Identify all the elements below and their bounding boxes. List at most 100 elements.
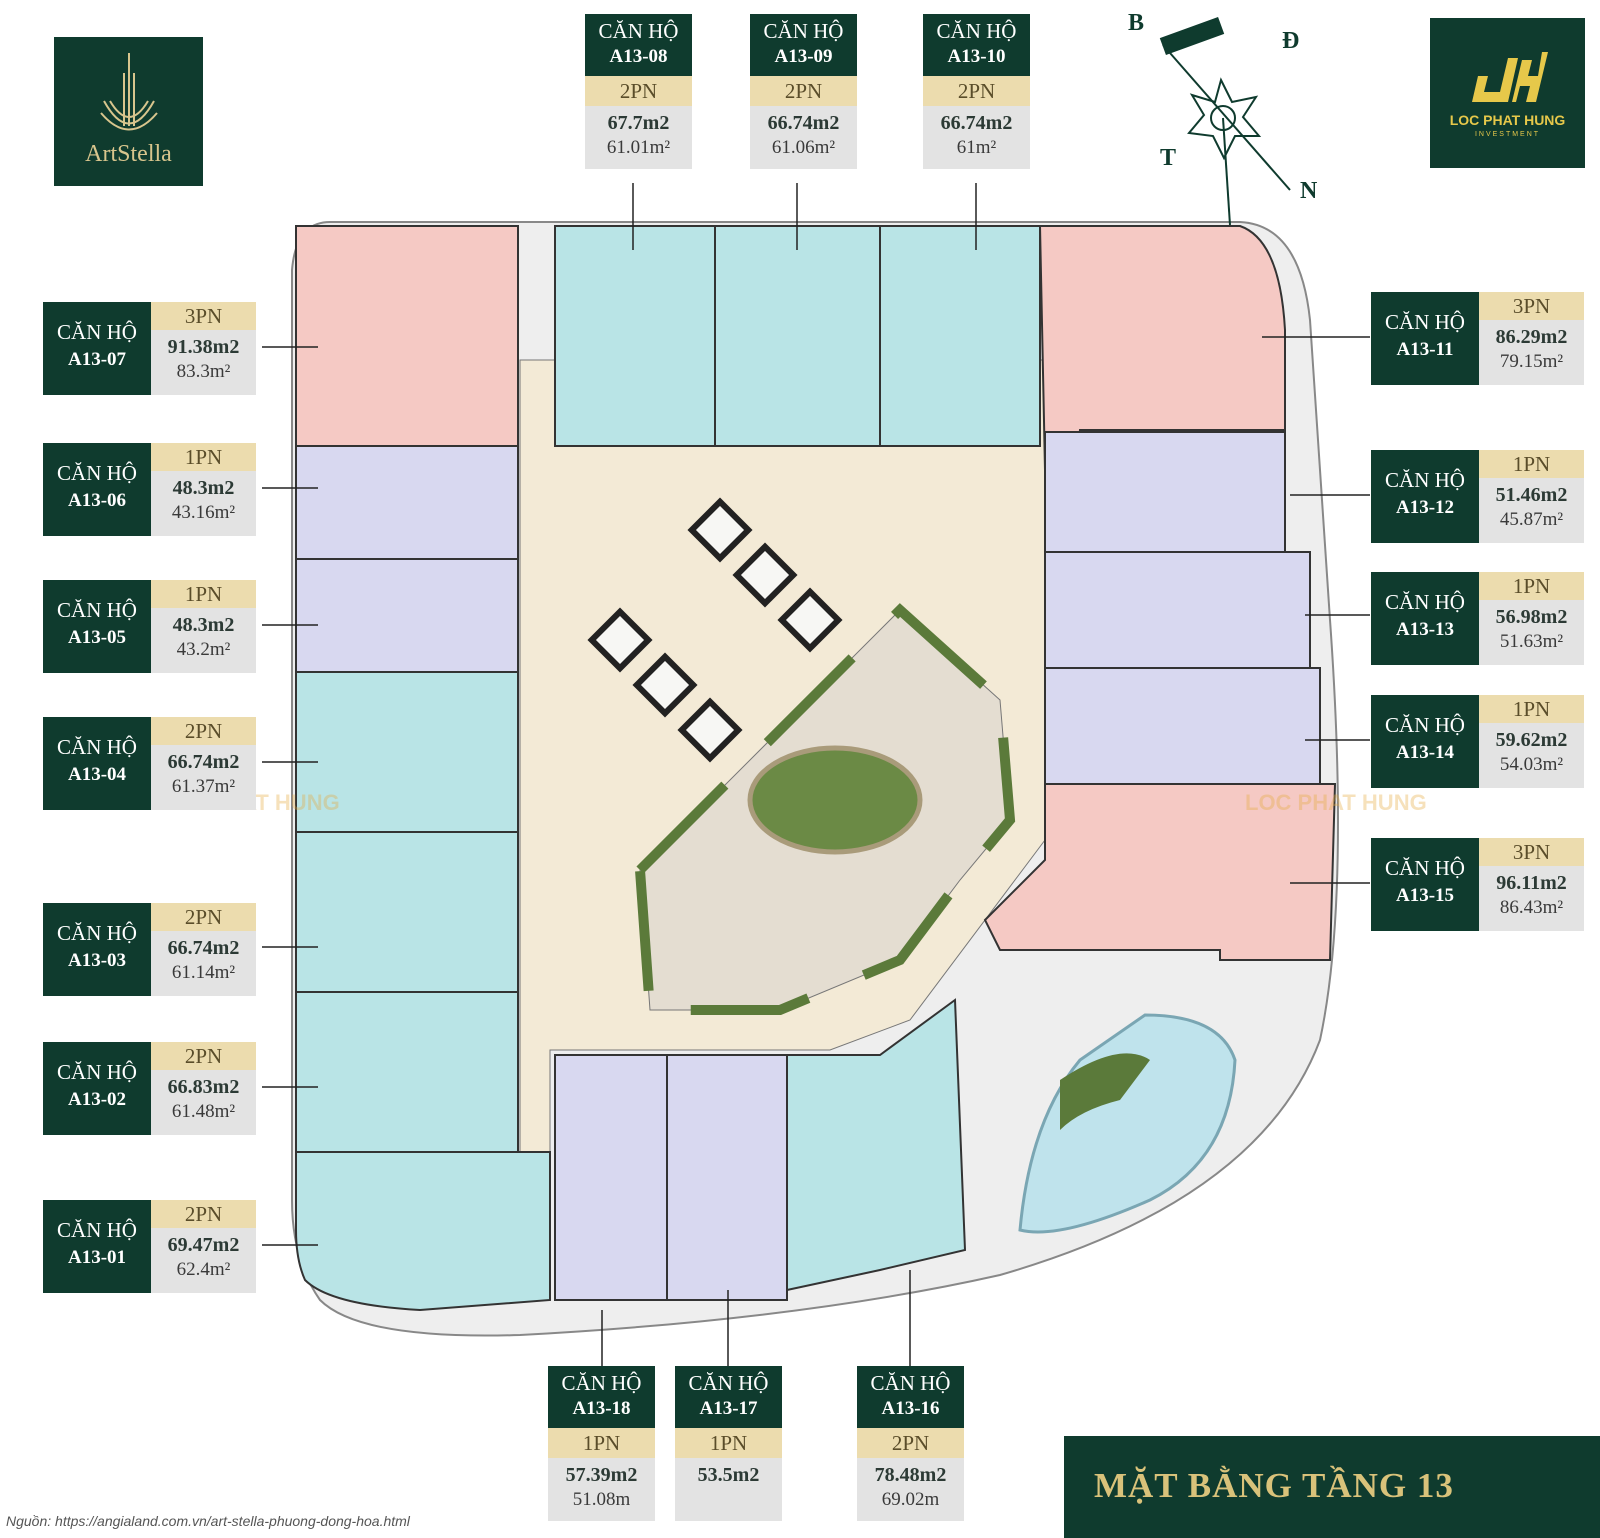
central-garden	[747, 745, 923, 855]
unit-type: 1PN	[151, 580, 256, 608]
unit-area-gross: 56.98m2	[1495, 606, 1568, 628]
unit-label: CĂN HỘ	[561, 1371, 642, 1395]
unit-area-net: 45.87m²	[1499, 509, 1564, 530]
unit-a13-10	[879, 225, 1041, 447]
unit-area-net: 43.2m²	[176, 639, 231, 660]
unit-type: 3PN	[151, 302, 256, 330]
unit-label: CĂN HỘ	[1385, 590, 1465, 614]
unit-a13-02	[295, 991, 519, 1153]
unit-a13-04	[295, 671, 519, 833]
unit-label: CĂN HỘ	[57, 461, 137, 485]
unit-code: A13-07	[67, 349, 127, 370]
unit-area-gross: 66.74m2	[167, 751, 240, 773]
unit-area-gross: 66.74m2	[767, 112, 840, 134]
unit-area-net: 61.48m²	[171, 1101, 236, 1122]
unit-type: 2PN	[151, 1200, 256, 1228]
lph-logo-subtext: INVESTMENT	[1474, 131, 1541, 138]
unit-label: CĂN HỘ	[763, 19, 844, 43]
unit-area-block: 53.5m2	[675, 1458, 782, 1521]
unit-area-gross: 48.3m2	[172, 614, 235, 636]
unit-a13-09	[714, 225, 881, 447]
compass-south-label: N	[1300, 178, 1318, 204]
unit-label: CĂN HỘ	[57, 320, 137, 344]
unit-area-gross: 57.39m2	[565, 1464, 638, 1486]
unit-a13-06	[295, 445, 519, 560]
unit-a13-03	[295, 831, 519, 993]
unit-area-gross: 51.46m2	[1495, 484, 1568, 506]
unit-label: CĂN HỘ	[1385, 310, 1465, 334]
unit-code: A13-18	[572, 1398, 631, 1419]
unit-area-net: 61.01m²	[606, 137, 671, 158]
unit-code-block: CĂN HỘ A13-07	[43, 302, 151, 395]
unit-area-gross: 53.5m2	[697, 1464, 760, 1486]
unit-type: 1PN	[675, 1428, 782, 1458]
unit-area-net: 86.43m²	[1499, 897, 1564, 918]
unit-area-gross: 66.74m2	[940, 112, 1013, 134]
unit-type: 1PN	[151, 443, 256, 471]
unit-area-net: 83.3m²	[176, 361, 231, 382]
unit-area-net: 54.03m²	[1499, 754, 1564, 775]
unit-area-gross: 66.83m2	[167, 1076, 240, 1098]
unit-card-a13-18: CĂN HỘ A13-18 1PN 57.39m2 51.08m	[548, 1366, 655, 1521]
unit-area-gross: 66.74m2	[167, 937, 240, 959]
unit-code: A13-05	[67, 627, 127, 648]
artstella-logo-text: ArtStella	[85, 141, 172, 167]
unit-type: 1PN	[548, 1428, 655, 1458]
unit-a13-11	[1038, 225, 1286, 471]
unit-code: A13-12	[1395, 497, 1455, 518]
unit-area-net: 43.16m²	[171, 502, 236, 523]
unit-area-gross: 67.7m2	[607, 112, 670, 134]
unit-label: CĂN HỘ	[688, 1371, 769, 1395]
unit-area-gross: 69.47m2	[167, 1234, 240, 1256]
unit-label: CĂN HỘ	[598, 19, 679, 43]
unit-label: CĂN HỘ	[57, 735, 137, 759]
floor-title-panel: MẶT BẰNG TẦNG 13	[1064, 1436, 1600, 1538]
unit-a13-12	[1044, 431, 1286, 553]
unit-area-gross: 86.29m2	[1495, 326, 1568, 348]
unit-label: CĂN HỘ	[870, 1371, 951, 1395]
unit-label: CĂN HỘ	[57, 598, 137, 622]
unit-area-net: 62.4m²	[176, 1259, 231, 1280]
compass-west-label: T	[1160, 145, 1177, 171]
unit-label: CĂN HỘ	[57, 1218, 137, 1242]
unit-label: CĂN HỘ	[57, 921, 137, 945]
unit-area-block: 91.38m2 83.3m²	[151, 330, 256, 395]
source-credit: Nguồn: https://angialand.com.vn/art-stel…	[6, 1513, 410, 1529]
unit-area-net: 51.08m	[572, 1489, 631, 1510]
unit-a13-05	[295, 558, 519, 673]
loc-phat-hung-logo: LOC PHAT HUNG INVESTMENT	[1430, 18, 1585, 168]
unit-area-gross: 91.38m2	[167, 336, 240, 358]
compass-icon	[1159, 16, 1291, 226]
unit-a13-07	[295, 225, 519, 447]
unit-a13-08	[554, 225, 716, 447]
unit-label: CĂN HỘ	[1385, 856, 1465, 880]
unit-area-net: 69.02m	[881, 1489, 940, 1510]
unit-code-block: CĂN HỘ A13-18	[548, 1366, 655, 1428]
unit-area-block: 48.3m2 43.2m²	[151, 608, 256, 673]
